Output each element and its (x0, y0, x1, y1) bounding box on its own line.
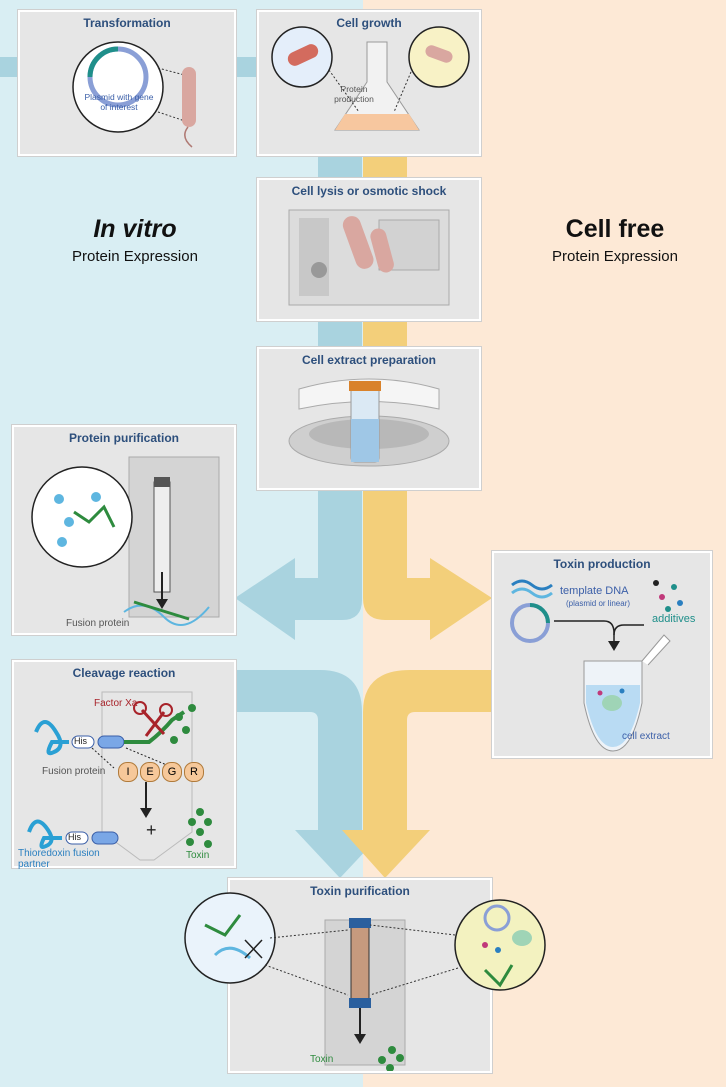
cleavage-illustration (27, 691, 212, 861)
down-arrow-icon (608, 641, 620, 651)
cell-growth-panel: Cell growth Protein production (257, 10, 481, 156)
in-vitro-title: In vitro (93, 215, 177, 243)
template-dna-sublabel: (plasmid or linear) (566, 599, 631, 608)
yellow-flow-seg1 (363, 155, 407, 180)
additives-icon (665, 606, 671, 612)
fusion-protein-label: Fusion protein (66, 618, 130, 629)
toxin-purification-panel: Toxin purification Toxin (228, 878, 492, 1073)
yellow-arrow-down (342, 670, 492, 878)
gene-segment-icon (87, 46, 119, 78)
toxin-label: Toxin (310, 1054, 334, 1065)
plasmid-label-2: of interest (100, 102, 138, 112)
factor-xa-label: Factor Xa (94, 698, 138, 709)
toxin-purification-title: Toxin purification (310, 884, 410, 898)
thioredoxin-partner-label: Thioredoxin fusion partner (18, 848, 100, 870)
yellow-flow-seg2 (363, 320, 407, 348)
toxin-production-title: Toxin production (553, 557, 651, 571)
protein-purification-illustration (31, 456, 220, 626)
toxin-production-panel: Toxin production template DNA (plasmid o… (492, 551, 712, 758)
down-arrow-icon (354, 1034, 366, 1044)
scissors-icon (140, 708, 166, 737)
cell-growth-illustration (271, 26, 470, 131)
blue-flow-seg2 (318, 320, 362, 348)
in-vitro-heading: In vitro Protein Expression (40, 215, 230, 265)
toxin-label: Toxin (186, 850, 210, 861)
blue-arrow-down (235, 670, 385, 878)
cell-lysis-title: Cell lysis or osmotic shock (291, 184, 447, 198)
protein-purification-panel: Protein purification Fusion protein (12, 425, 236, 635)
down-arrow-icon (140, 808, 152, 818)
his-tag-label: His (74, 736, 87, 746)
bacterium-icon-2 (370, 228, 394, 273)
down-arrow-icon (156, 599, 168, 609)
cell-growth-title: Cell growth (336, 16, 402, 30)
plasmid-label-1: Plasmid with gene (84, 92, 154, 102)
plus-sign: + (146, 820, 157, 840)
toxin-production-illustration (510, 579, 683, 752)
blue-arrow-left (235, 558, 362, 640)
linear-dna-icon (511, 579, 553, 591)
cleavage-reaction-title: Cleavage reaction (72, 666, 176, 680)
in-vitro-subtitle: Protein Expression (72, 248, 198, 265)
cell-extract-panel: Cell extract preparation (257, 347, 481, 490)
plasmid-label: Plasmid with gene of interest (76, 92, 162, 112)
column-icon (350, 921, 370, 1003)
cell-lysis-illustration (288, 209, 450, 306)
cell-extract-label: cell extract (622, 731, 670, 742)
residue-r: R (184, 762, 204, 782)
residue-g: G (162, 762, 182, 782)
protein-label-1: Protein (340, 84, 368, 94)
blue-flow-seg1 (318, 155, 362, 180)
band-left-stub (0, 57, 20, 77)
cell-free-subtitle: Protein Expression (552, 248, 678, 265)
partner-label-1: Thioredoxin fusion (18, 848, 100, 859)
cell-free-heading: Cell free Protein Expression (510, 215, 720, 265)
culture-medium (335, 114, 419, 130)
fplc-instrument-icon (128, 456, 220, 618)
tube-lid (641, 634, 671, 666)
protein-label-2: production (334, 94, 374, 104)
cleavage-site-residues: I E G R (118, 762, 204, 782)
bacterium-icon (425, 45, 453, 63)
toxin-purification-illustration (324, 918, 406, 1071)
cell-free-title: Cell free (565, 215, 665, 243)
fusion-protein-label: Fusion protein (42, 766, 106, 777)
zoom-circle (72, 41, 164, 133)
band-mid-stub (235, 57, 257, 77)
his-tag-label-2: His (68, 832, 81, 842)
fusion-protein-strand (73, 504, 116, 528)
cell-extract-title: Cell extract preparation (301, 353, 437, 367)
bacterium-producing-icon (287, 44, 319, 66)
partner-label-2: partner (18, 859, 50, 870)
transformation-illustration (72, 41, 196, 148)
tube-cap (349, 381, 381, 391)
residue-i: I (118, 762, 138, 782)
bacterium-icon (182, 67, 196, 127)
template-dna-label: template DNA (560, 585, 629, 597)
additives-label: additives (652, 613, 696, 625)
yellow-arrow-right (363, 558, 492, 640)
protein-purification-title: Protein purification (68, 431, 179, 445)
residue-e: E (140, 762, 160, 782)
centrifuge-illustration (288, 378, 450, 467)
cell-lysis-panel: Cell lysis or osmotic shock (257, 178, 481, 321)
transformation-title: Transformation (83, 16, 171, 30)
cleavage-reaction-panel: Cleavage reaction Factor Xa His Fusion p… (12, 660, 236, 870)
protein-production-label: Protein production (324, 84, 384, 104)
thioredoxin-icon (34, 720, 69, 756)
transformation-panel: Transformation Plasmid with gene of inte… (18, 10, 236, 156)
bacterium-icon-1 (342, 216, 374, 269)
